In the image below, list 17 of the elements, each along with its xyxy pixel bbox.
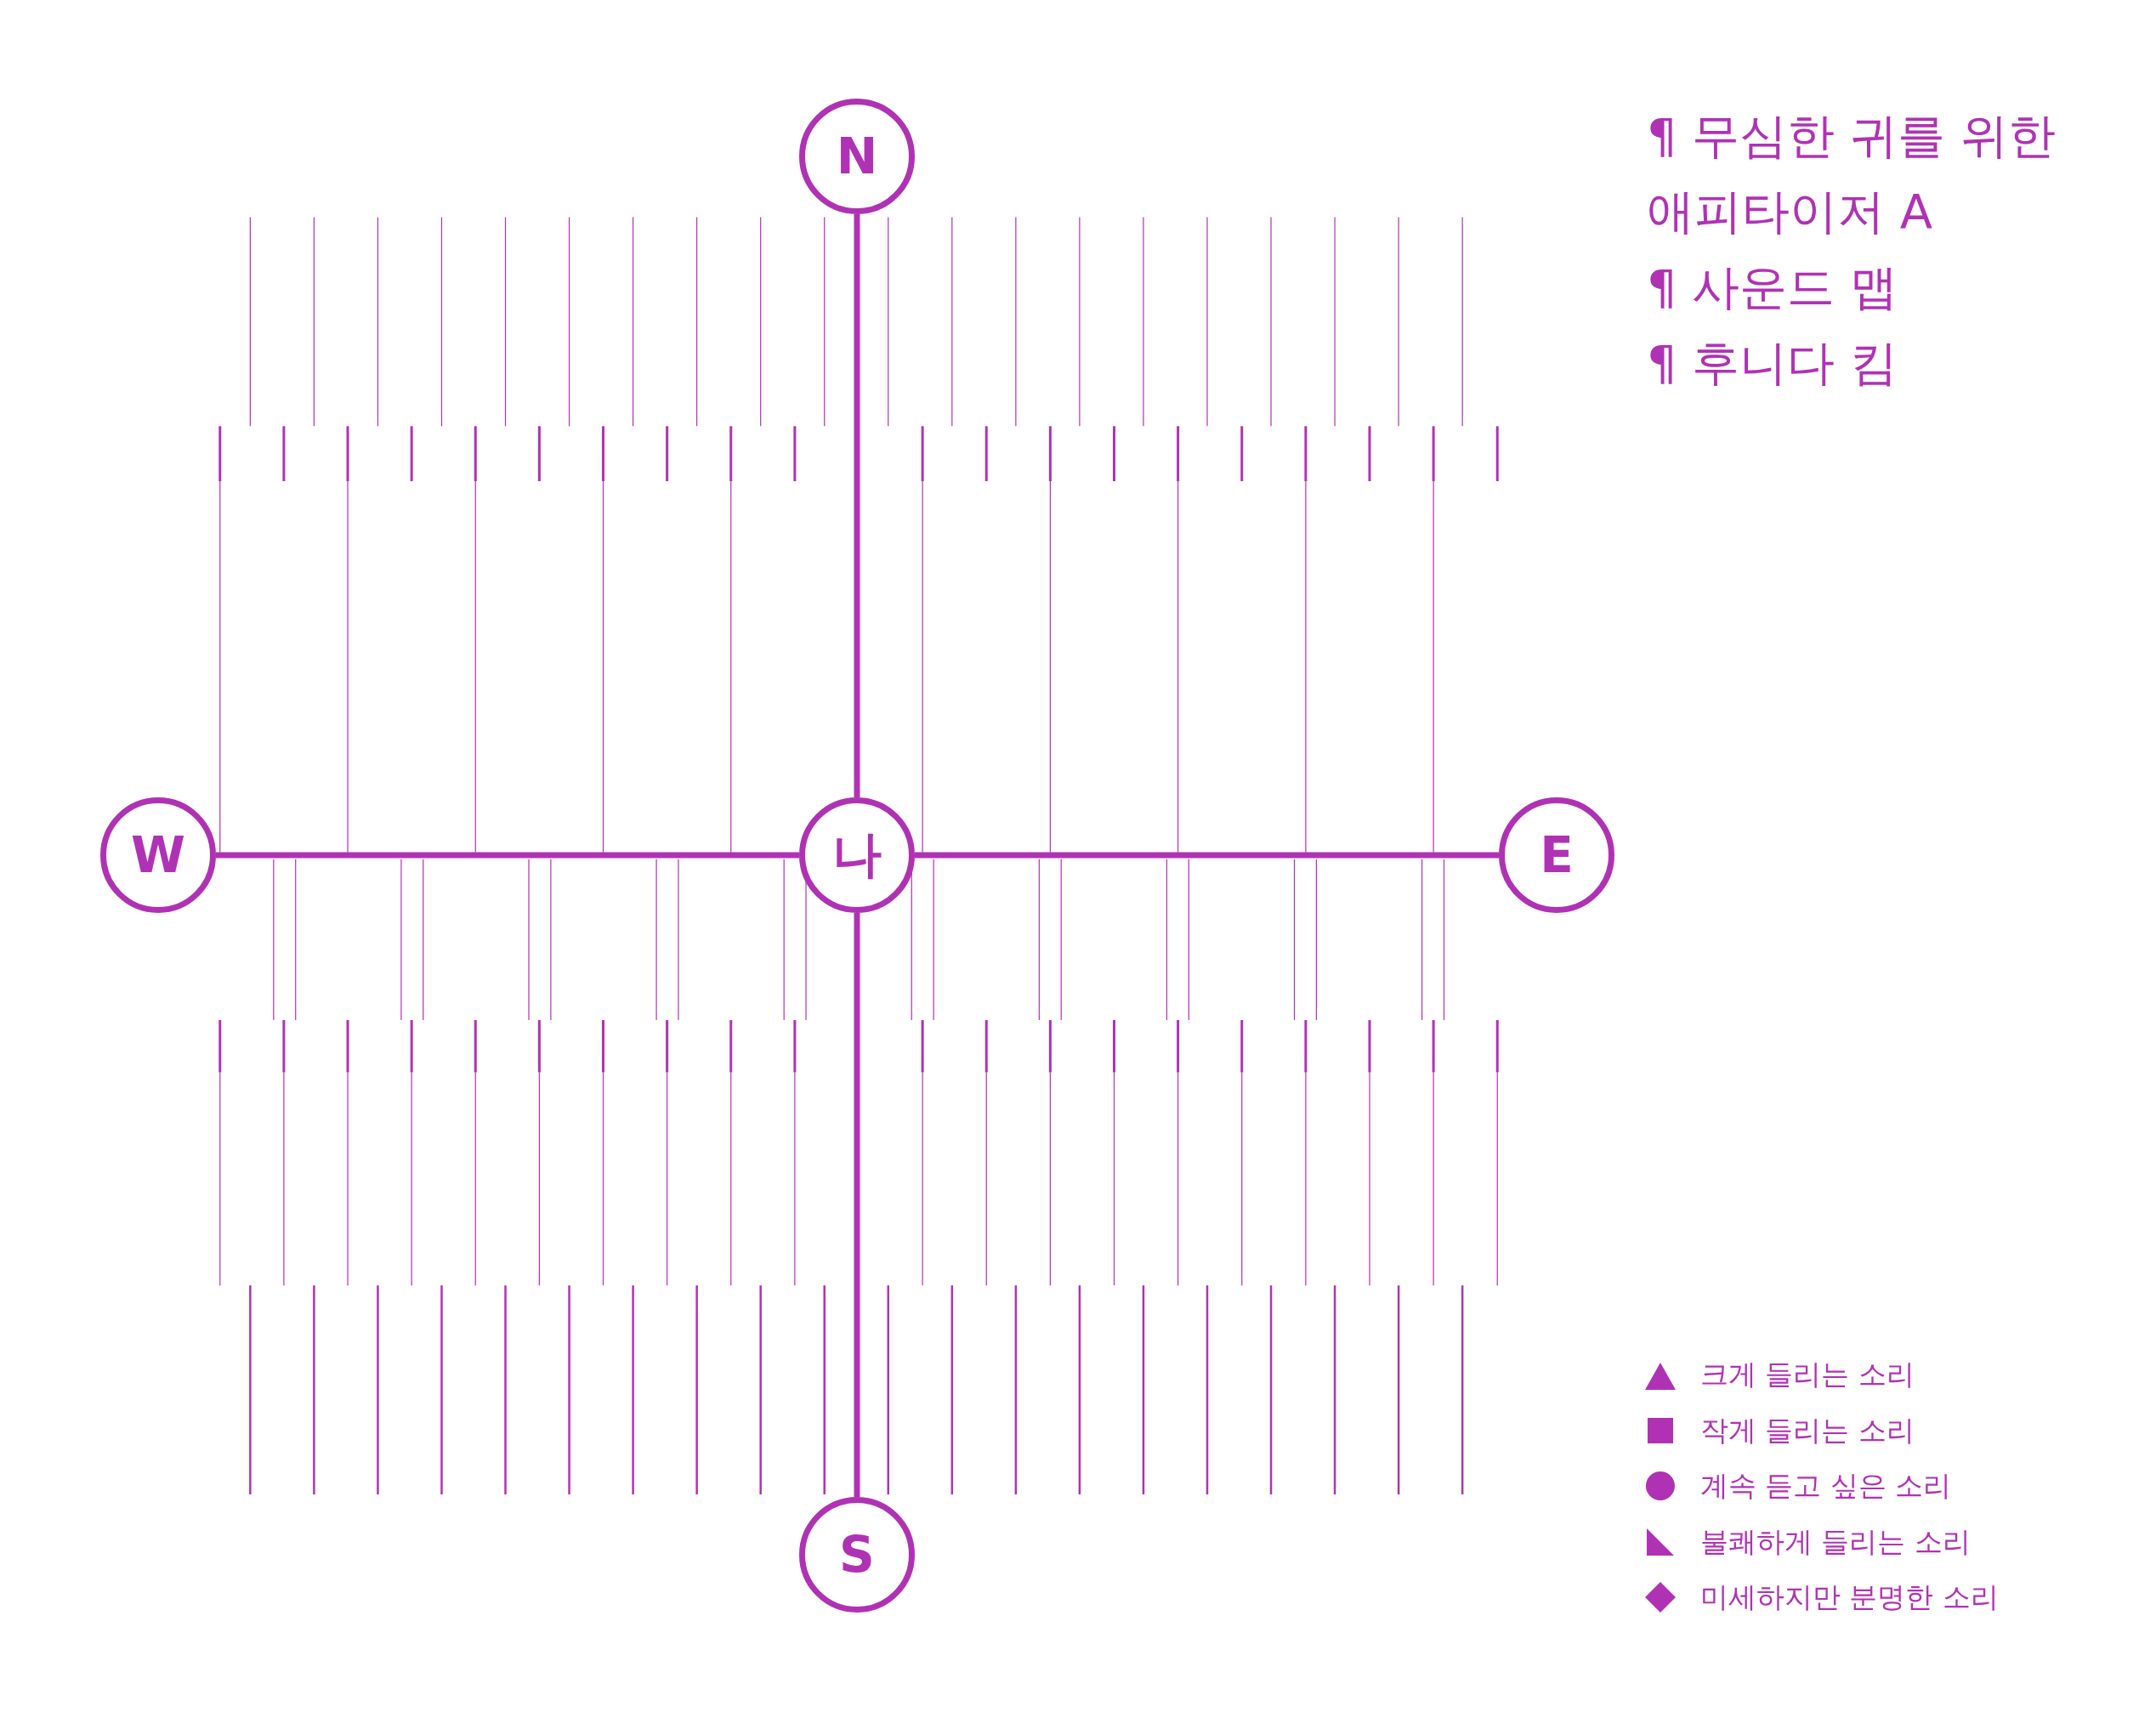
- compass-circle: W: [100, 797, 216, 913]
- compass-circle: N: [799, 99, 915, 214]
- connector-line: [915, 852, 1499, 859]
- title-text: ¶ 사운드 맵: [1647, 258, 1899, 316]
- compass-circle: S: [799, 1497, 915, 1613]
- connector-line: [854, 913, 860, 1497]
- legend-text: 작게 들리는 소리: [1700, 1413, 1915, 1448]
- connector-line: [854, 214, 860, 797]
- compass-circle: 나: [799, 797, 915, 913]
- legend-text: 크게 들리는 소리: [1700, 1358, 1915, 1392]
- title-text: ¶ 무심한 귀를 위한 애피타이저 A: [1647, 107, 2057, 241]
- legend-text: 계속 듣고 싶은 소리: [1700, 1469, 1952, 1503]
- title-text: ¶ 후니다 킴: [1647, 334, 1899, 392]
- legend-text: 미세하지만 분명한 소리: [1700, 1580, 1999, 1614]
- compass-circle: E: [1499, 797, 1614, 913]
- connector-line: [216, 852, 799, 859]
- legend-text: 불쾌하게 들리는 소리: [1700, 1524, 1971, 1559]
